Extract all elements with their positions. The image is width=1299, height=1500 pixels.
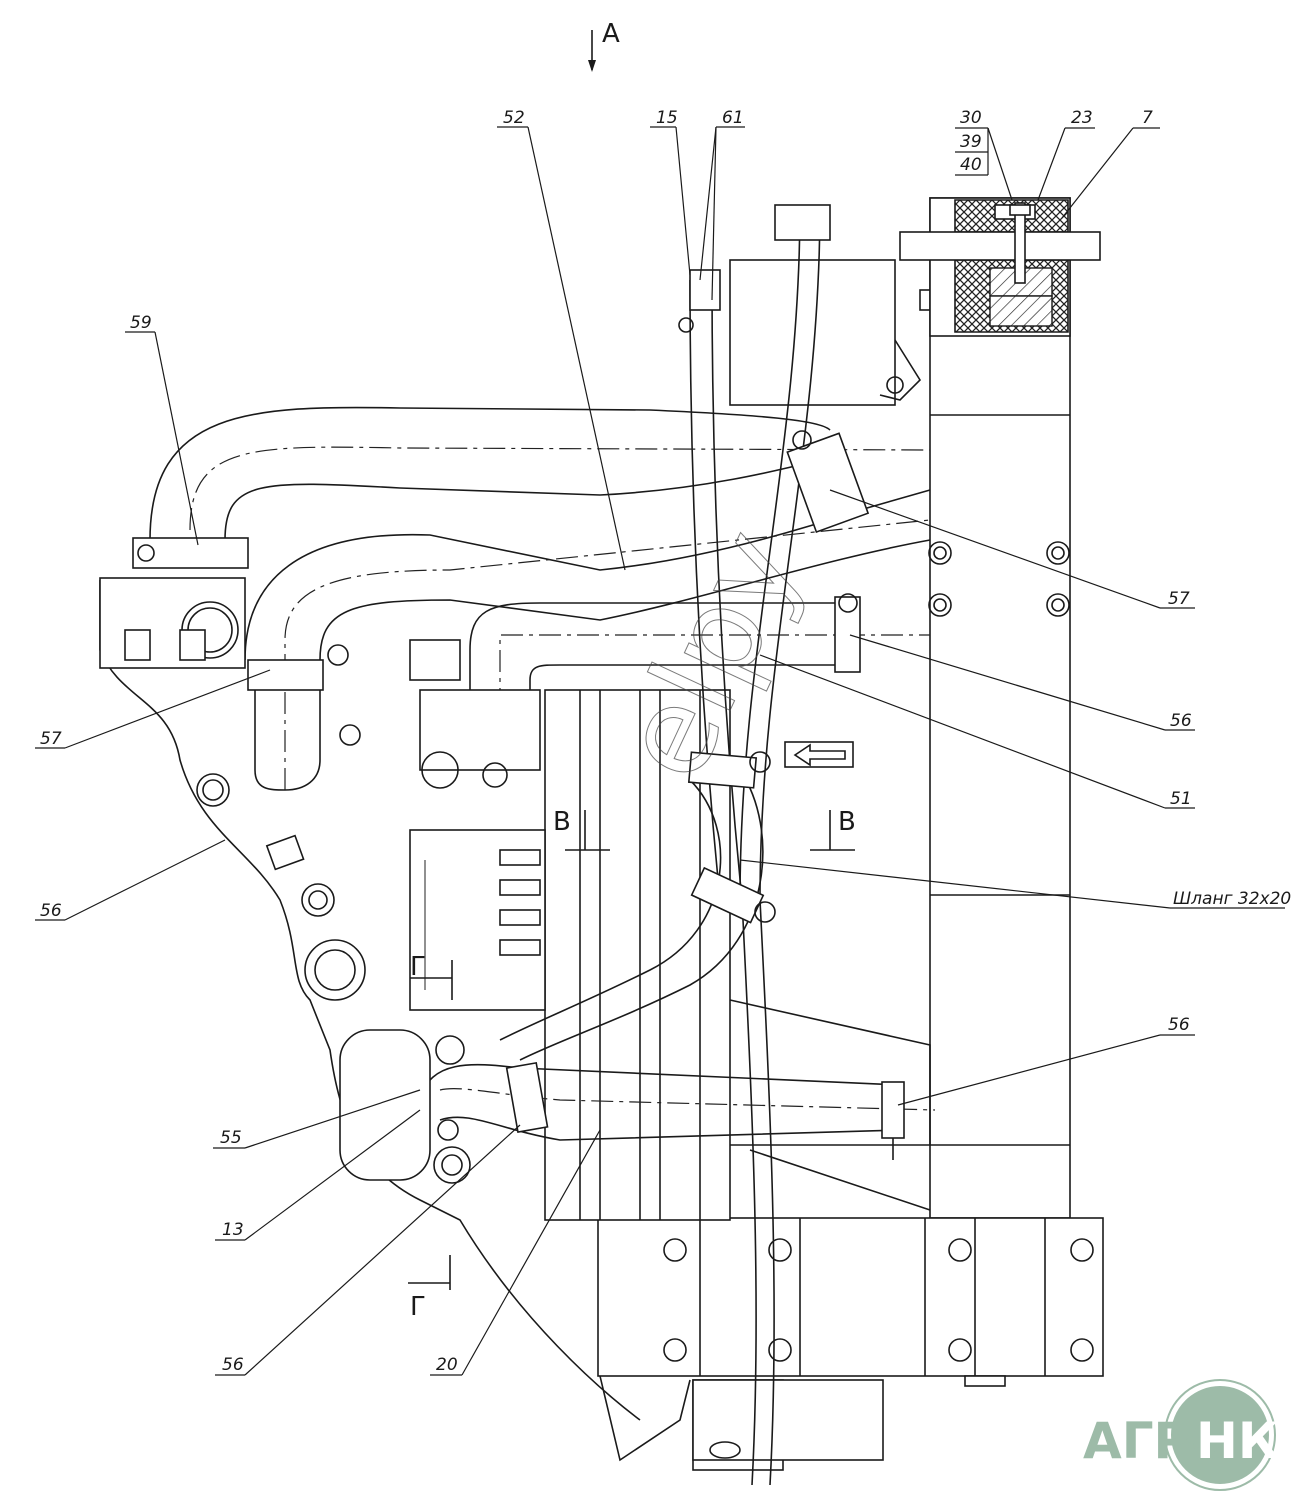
logo-text-left: АГРО <box>1083 1412 1233 1470</box>
callout-40: 40 <box>960 155 982 175</box>
callout-56-bottom: 56 <box>222 1355 244 1375</box>
callout-59: 59 <box>130 313 152 333</box>
agronka-logo: АГРО НКА <box>1083 1379 1299 1491</box>
hose-32x20 <box>499 751 776 1061</box>
mount-section-detail <box>899 197 1101 337</box>
view-marks: А В В Г Г <box>408 19 856 1322</box>
callout-55: 55 <box>220 1128 242 1148</box>
callout-20: 20 <box>436 1355 458 1375</box>
radiator-frame <box>729 197 1071 1219</box>
vent-tubes <box>678 204 831 1486</box>
section-g-bottom-label: Г <box>410 1292 426 1322</box>
callout-hose-32x20: Шланг 32x20 <box>1173 889 1291 909</box>
callout-51: 51 <box>1170 789 1192 809</box>
middle-hose-51 <box>469 593 930 710</box>
callout-56-upper-right: 56 <box>1170 711 1192 731</box>
lower-hose-20 <box>419 1061 936 1160</box>
radiator-bolts <box>928 541 1070 617</box>
section-v-right-label: В <box>838 807 856 837</box>
section-v-left-label: В <box>553 807 571 837</box>
hose-elbow-57-left <box>247 644 349 791</box>
callout-23: 23 <box>1071 108 1093 128</box>
callout-30: 30 <box>960 108 982 128</box>
view-a-label: А <box>602 19 620 49</box>
upper-hose-52 <box>149 406 931 790</box>
callout-56-left: 56 <box>40 901 62 921</box>
engine-body <box>99 537 641 1421</box>
callout-56-lower-right: 56 <box>1168 1015 1190 1035</box>
lower-frame-rail <box>597 1217 1104 1471</box>
section-g-top-label: Г <box>410 952 426 982</box>
logo-text-right: НКА <box>1196 1412 1299 1470</box>
callout-57-left: 57 <box>40 729 62 749</box>
callout-7: 7 <box>1142 108 1153 128</box>
callout-61: 61 <box>722 108 744 128</box>
callout-39: 39 <box>960 132 982 152</box>
alternator <box>265 639 546 1011</box>
callout-13: 13 <box>222 1220 244 1240</box>
callout-52: 52 <box>503 108 525 128</box>
callout-57-right: 57 <box>1168 589 1190 609</box>
callout-15: 15 <box>656 108 678 128</box>
callouts: 52 15 61 30 39 40 23 7 59 57 <box>35 108 1291 1376</box>
